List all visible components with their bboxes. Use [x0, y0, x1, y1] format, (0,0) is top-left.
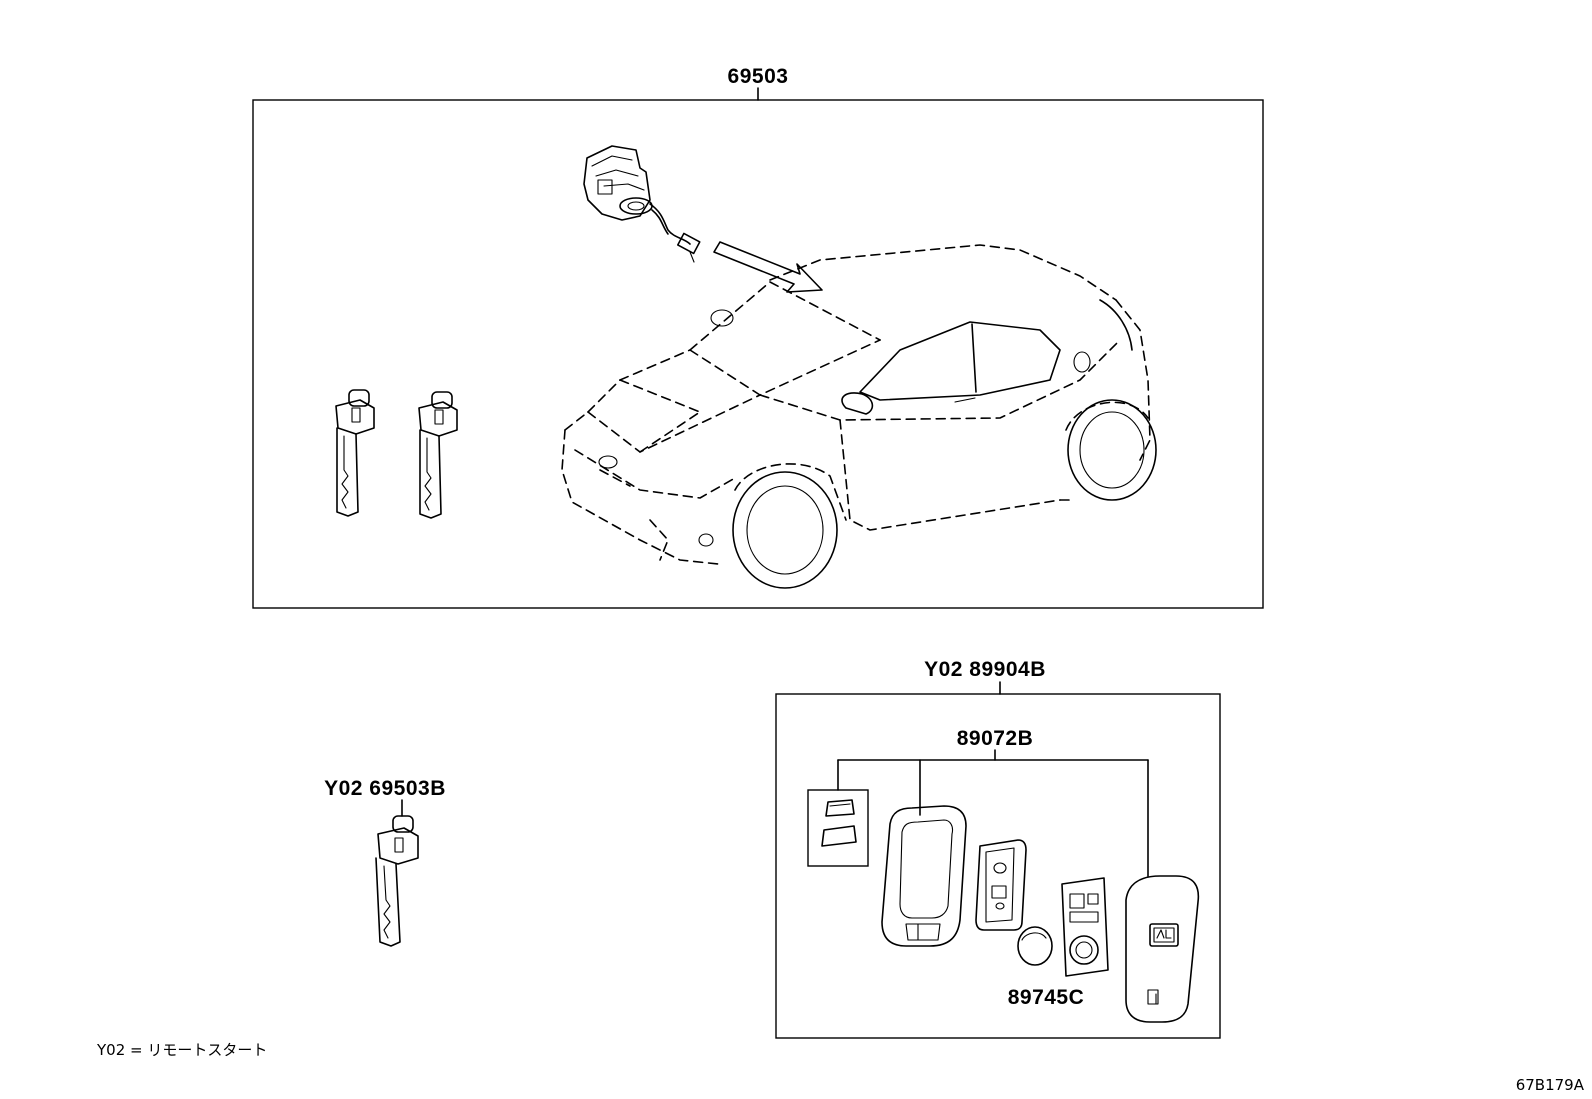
mechanical-key-1: [335, 389, 375, 517]
label-89072b: 89072B: [957, 727, 1034, 750]
label-89745c: 89745C: [1008, 986, 1085, 1009]
label-y02-69503b: Y02 69503B: [324, 777, 446, 800]
spare-mechanical-key: [375, 815, 419, 947]
mechanical-key-2: [418, 391, 458, 519]
label-y02-89904b: Y02 89904B: [924, 658, 1046, 681]
cover-pieces-box: [807, 789, 869, 867]
smart-key-housing-frame: [881, 805, 967, 947]
callout-89745c: 89745C: [1008, 986, 1085, 1009]
group-box-69503: [252, 99, 1264, 609]
smart-key-transponder-plate: [1061, 877, 1109, 977]
legend-note: Y02 = リモートスタート: [96, 1041, 267, 1059]
location-arrow: [713, 241, 823, 293]
callout-89072b: 89072B: [837, 727, 1149, 877]
callout-69503: 69503: [728, 65, 789, 101]
callout-y02-89904b: Y02 89904B: [924, 658, 1046, 695]
ignition-lock-cylinder: [583, 145, 701, 263]
figure-id: 67B179A: [1516, 1076, 1585, 1094]
vehicle-outline: [561, 244, 1157, 589]
coin-battery: [1017, 926, 1053, 966]
key-cover-pieces: [821, 799, 857, 847]
group-box-y02-89904b: [775, 693, 1221, 1039]
smart-key-shell: [1125, 875, 1200, 1023]
callout-y02-69503b: Y02 69503B: [324, 777, 446, 817]
smart-key-circuit-board: [975, 839, 1027, 931]
label-69503: 69503: [728, 65, 789, 88]
